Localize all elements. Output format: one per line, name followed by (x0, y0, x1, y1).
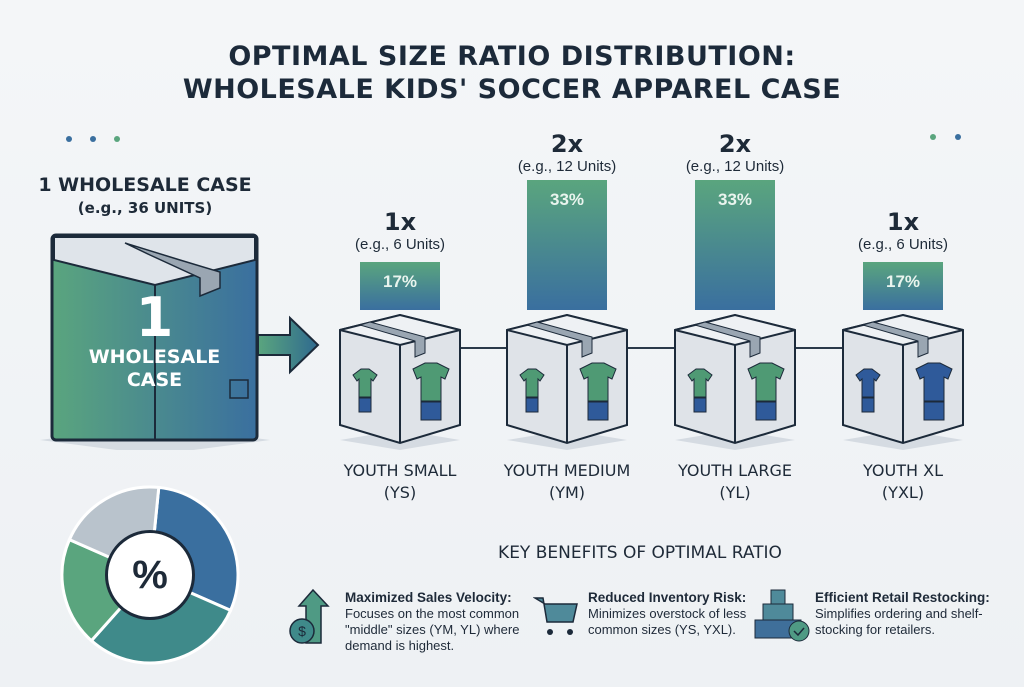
stacked-boxes-icon (754, 589, 810, 642)
wholesale-case-box (40, 233, 320, 450)
benefit-text: Focuses on the most common "middle" size… (345, 606, 520, 653)
connector-line (440, 347, 860, 349)
size-box (842, 313, 964, 450)
case-heading: 1 WHOLESALE CASE (38, 174, 252, 196)
size-name: YOUTH LARGE (678, 461, 792, 480)
size-name: YOUTH SMALL (343, 461, 457, 480)
shopping-cart-icon (533, 597, 578, 635)
decor-dot (955, 134, 961, 140)
size-column-ym: 2x (e.g., 12 Units) 33% YOUTH MEDIUM (YM) (482, 0, 652, 510)
size-label: YOUTH XL (YXL) (818, 460, 988, 504)
size-name: YOUTH MEDIUM (503, 461, 631, 480)
case-subheading: (e.g., 36 UNITS) (77, 199, 213, 217)
size-column-yl: 2x (e.g., 12 Units) 33% YOUTH LARGE (YL) (650, 0, 820, 510)
benefit-text: Simplifies ordering and shelf-stocking f… (815, 606, 983, 637)
benefit-restocking: Efficient Retail Restocking:Simplifies o… (815, 590, 1005, 638)
percentage-bar: 33% (527, 180, 607, 310)
box-label-2: CASE (126, 369, 183, 391)
size-box (674, 313, 796, 450)
jersey-icon (352, 368, 378, 413)
unit-count: (e.g., 12 Units) (517, 158, 617, 175)
decor-dot (114, 136, 120, 142)
page-title: OPTIMAL SIZE RATIO DISTRIBUTION: WHOLESA… (0, 40, 1024, 106)
jersey-icon (915, 362, 953, 421)
svg-text:$: $ (298, 623, 306, 639)
jersey-icon (579, 362, 617, 421)
size-label: YOUTH LARGE (YL) (650, 460, 820, 504)
size-name: YOUTH XL (863, 461, 943, 480)
pie-slice (60, 537, 153, 643)
title-line-1: OPTIMAL SIZE RATIO DISTRIBUTION: (228, 41, 796, 72)
percentage-label: 33% (717, 190, 753, 209)
size-box (339, 313, 461, 450)
percentage-label: 33% (549, 190, 585, 209)
decor-dot (66, 136, 72, 142)
unit-count: (e.g., 12 Units) (685, 158, 785, 175)
box-number: 1 (135, 286, 174, 349)
benefit-text: Minimizes overstock of less common sizes… (588, 606, 747, 637)
sales-velocity-icon: $ (289, 588, 330, 644)
ratio-multiplier: 2x (718, 130, 752, 158)
percentage-bar: 17% (360, 262, 440, 310)
jersey-icon (687, 368, 713, 413)
benefit-title: Efficient Retail Restocking: (815, 590, 990, 605)
decor-dot (90, 136, 96, 142)
size-code: (YXL) (881, 483, 925, 502)
jersey-icon (855, 368, 881, 413)
size-code: (YL) (719, 483, 751, 502)
percentage-label: 17% (382, 272, 418, 291)
ratio-multiplier: 1x (886, 208, 920, 236)
percentage-bar: 17% (863, 262, 943, 310)
size-box (506, 313, 628, 450)
benefit-sales-velocity: Maximized Sales Velocity:Focuses on the … (345, 590, 535, 654)
size-column-yxl: 1x (e.g., 6 Units) 17% YOUTH XL (YXL) (818, 0, 988, 510)
size-label: YOUTH MEDIUM (YM) (482, 460, 652, 504)
title-line-2: WHOLESALE KIDS' SOCCER APPAREL CASE (182, 74, 842, 105)
benefit-inventory-risk: Reduced Inventory Risk:Minimizes oversto… (588, 590, 758, 638)
pie-slice (89, 573, 233, 665)
percentage-label: 17% (885, 272, 921, 291)
unit-count: (e.g., 6 Units) (354, 236, 446, 253)
benefit-title: Maximized Sales Velocity: (345, 590, 512, 605)
unit-count: (e.g., 6 Units) (857, 236, 949, 253)
size-label: YOUTH SMALL (YS) (315, 460, 485, 504)
jersey-icon (747, 362, 785, 421)
jersey-icon (519, 368, 545, 413)
ratio-multiplier: 1x (383, 208, 417, 236)
decor-dot (930, 134, 936, 140)
size-column-ys: 1x (e.g., 6 Units) 17% YOUTH SMALL (YS) (315, 0, 485, 510)
size-code: (YM) (548, 483, 586, 502)
size-code: (YS) (383, 483, 417, 502)
box-label-1: WHOLESALE (88, 346, 221, 368)
ratio-multiplier: 2x (550, 130, 584, 158)
percentage-bar: 33% (695, 180, 775, 310)
benefits-title: KEY BENEFITS OF OPTIMAL RATIO (498, 543, 782, 563)
benefit-title: Reduced Inventory Risk: (588, 590, 747, 605)
jersey-icon (412, 362, 450, 421)
pie-center-label: % (105, 530, 195, 620)
